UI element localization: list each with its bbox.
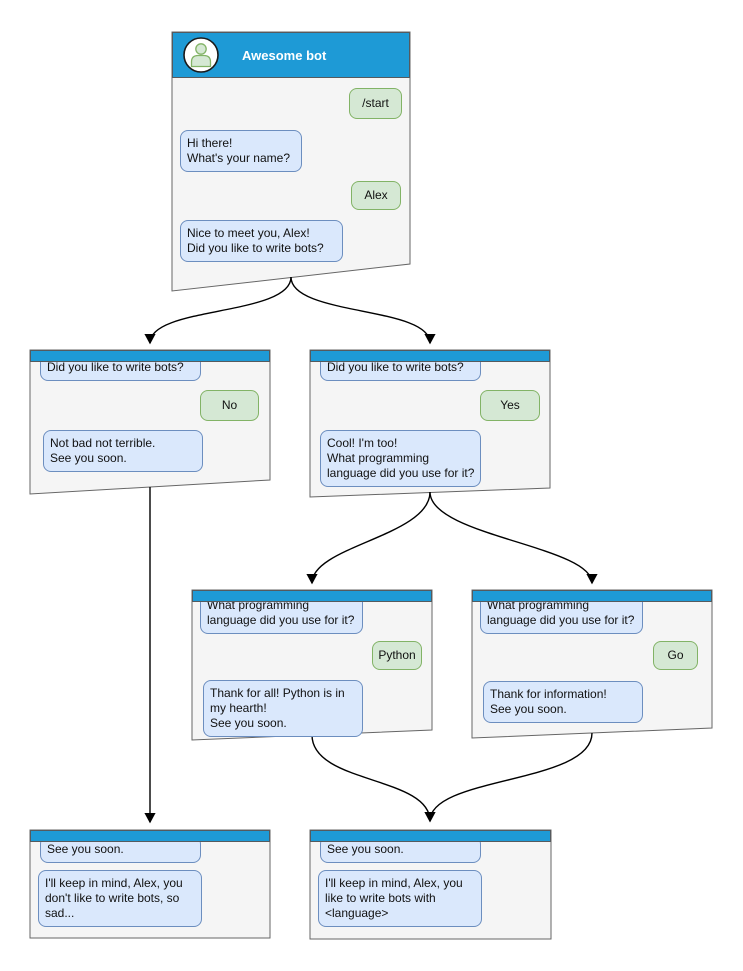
- yes-window-header: [310, 350, 550, 362]
- root-window-header: Awesome bot: [172, 32, 410, 78]
- end-no-window-header: [30, 830, 270, 842]
- message-user-name: Alex: [351, 181, 401, 210]
- edge-python-to-end: [311, 734, 436, 823]
- end-yes-window-header: [310, 830, 551, 842]
- message-bot-reply: Not bad not terrible. See you soon.: [43, 430, 203, 472]
- edge-root-to-no: [144, 276, 292, 345]
- message-bot-reply: Thank for information! See you soon.: [483, 681, 643, 723]
- message-bot-reply: I'll keep in mind, Alex, you like to wri…: [318, 870, 482, 927]
- message-bot-reply: I'll keep in mind, Alex, you don't like …: [38, 870, 202, 927]
- edge-yes-to-python: [306, 491, 431, 585]
- message-bot-reply: Thank for all! Python is in my hearth! S…: [203, 680, 363, 737]
- edge-root-to-yes: [290, 276, 436, 345]
- bot-avatar-icon: [183, 37, 219, 73]
- edge-go-to-end: [424, 732, 593, 823]
- edge-yes-to-go: [429, 491, 598, 585]
- message-user-no: No: [200, 390, 259, 421]
- no-window-header: [30, 350, 270, 362]
- message-bot-greeting: Hi there! What's your name?: [180, 130, 302, 172]
- message-user-start: /start: [349, 88, 402, 119]
- message-bot-reply: Cool! I'm too! What programming language…: [320, 430, 481, 487]
- python-window-header: [192, 590, 432, 602]
- message-user-python: Python: [372, 641, 422, 670]
- go-window-header: [472, 590, 712, 602]
- message-bot-question: Nice to meet you, Alex! Did you like to …: [180, 220, 343, 262]
- message-user-go: Go: [653, 641, 698, 670]
- message-user-yes: Yes: [480, 390, 540, 421]
- root-window-title: Awesome bot: [242, 47, 327, 63]
